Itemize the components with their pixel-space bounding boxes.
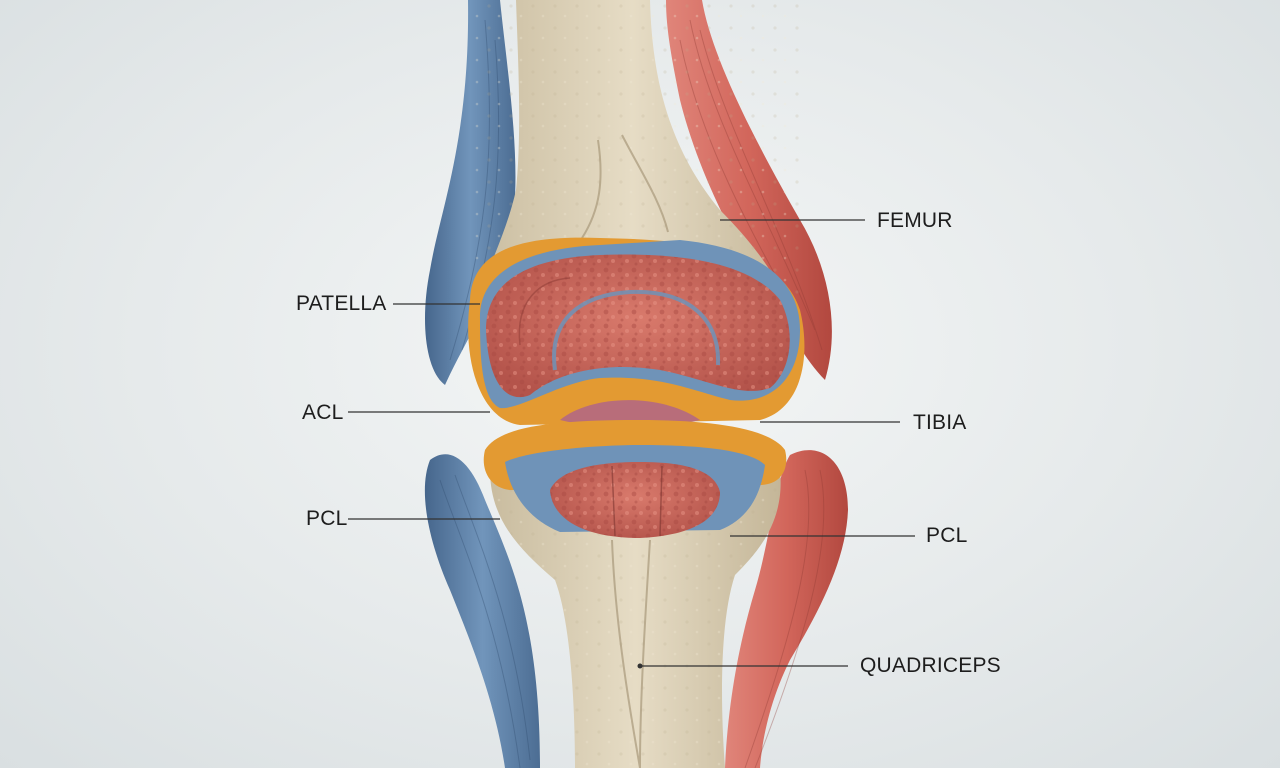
label-acl: ACL <box>302 401 344 424</box>
label-tibia: TIBIA <box>913 411 967 434</box>
label-femur: FEMUR <box>877 209 953 232</box>
label-pcl-right: PCL <box>926 524 968 547</box>
label-quadriceps: QUADRICEPS <box>860 654 1001 677</box>
lower-blue-muscle <box>424 454 540 768</box>
label-patella: PATELLA <box>296 292 387 315</box>
lower-red-muscle <box>725 450 848 768</box>
label-pcl-left: PCL <box>306 507 348 530</box>
